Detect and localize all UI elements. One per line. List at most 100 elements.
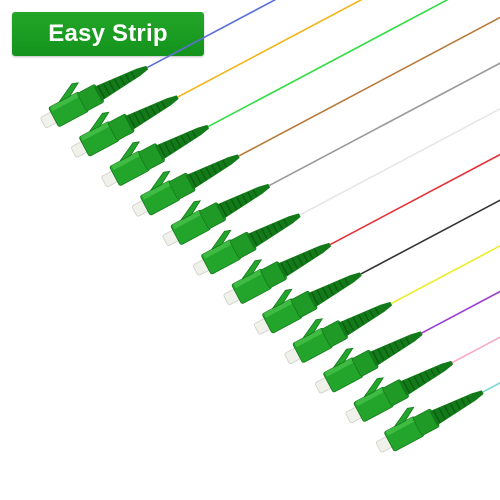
boot-rib xyxy=(322,287,329,299)
boot-rib xyxy=(402,380,411,394)
body-highlight xyxy=(233,269,263,289)
boot-rib xyxy=(432,410,441,423)
body-highlight xyxy=(141,181,171,200)
latch xyxy=(333,347,354,368)
fiber-black xyxy=(360,199,500,275)
boot-rib xyxy=(222,160,227,168)
fiber-red xyxy=(329,153,500,246)
fiber-green xyxy=(207,0,449,128)
boot-rib xyxy=(466,396,471,404)
lc-connector-yellow xyxy=(284,301,393,364)
boot-rib xyxy=(175,137,182,148)
body-highlight xyxy=(80,122,110,141)
boot-rib xyxy=(241,194,248,204)
fiber-grey xyxy=(268,62,500,187)
latch xyxy=(58,82,80,103)
boot-rib xyxy=(225,201,233,214)
boot-rib xyxy=(383,346,390,358)
lc-connector-blue xyxy=(40,65,149,128)
boot-rib xyxy=(374,307,380,315)
boot-rib xyxy=(139,110,146,122)
boot-rib xyxy=(310,292,319,305)
lc-connectors xyxy=(40,65,484,453)
boot-rib xyxy=(155,103,161,112)
lc-connector-aqua xyxy=(375,390,484,453)
boot-rib xyxy=(249,233,258,246)
boot-rib xyxy=(230,198,238,210)
boot-rib xyxy=(438,407,446,420)
boot-rib xyxy=(460,398,466,407)
fiber-lines xyxy=(146,0,500,393)
boot-rib xyxy=(455,400,461,410)
boot-rib xyxy=(125,73,131,82)
latch xyxy=(272,288,293,309)
lc-connector-violet xyxy=(314,331,423,394)
boot-rib xyxy=(194,171,202,184)
boot-rib xyxy=(363,312,370,322)
lc-connector-grey xyxy=(162,183,271,246)
boot-rib xyxy=(219,203,228,217)
boot-rib xyxy=(316,289,324,302)
boot-rib xyxy=(255,230,263,243)
boot-rib xyxy=(371,351,380,364)
boot-rib xyxy=(144,108,151,119)
boot-rib xyxy=(435,366,441,374)
body-highlight xyxy=(172,210,202,230)
boot-rib xyxy=(236,196,243,207)
boot-rib xyxy=(164,142,172,155)
fiber-yellow xyxy=(390,244,500,305)
body-highlight xyxy=(50,92,80,112)
latch xyxy=(119,141,141,162)
boot-rib xyxy=(388,344,395,355)
boot-rib xyxy=(405,337,410,345)
body-highlight xyxy=(324,358,354,377)
boot-rib xyxy=(424,371,431,381)
boot-rib xyxy=(150,105,156,115)
lc-connector-black xyxy=(253,272,362,335)
boot-rib xyxy=(333,282,339,292)
lc-connector-red xyxy=(223,242,332,305)
boot-rib xyxy=(261,228,268,240)
boot-rib xyxy=(186,132,192,141)
latch xyxy=(394,406,415,427)
boot-rib xyxy=(158,144,167,158)
body-highlight xyxy=(263,299,293,318)
boot-rib xyxy=(200,169,207,181)
fiber-brown xyxy=(238,16,500,157)
boot-rib xyxy=(108,80,116,92)
latch xyxy=(180,200,202,221)
boot-rib xyxy=(369,309,375,318)
boot-rib xyxy=(377,348,385,361)
lc-connector-brown xyxy=(131,154,240,217)
latch xyxy=(302,318,324,339)
boot-rib xyxy=(252,189,258,197)
fiber-violet xyxy=(421,290,500,334)
boot-rib xyxy=(205,167,212,178)
body-highlight xyxy=(385,417,415,436)
boot-rib xyxy=(272,223,278,233)
boot-rib xyxy=(119,76,126,86)
boot-rib xyxy=(358,314,365,325)
body-highlight xyxy=(202,240,232,259)
badge-label: Easy Strip xyxy=(48,20,168,47)
boot-rib xyxy=(103,83,111,96)
fiber-pink xyxy=(451,336,500,364)
boot-rib xyxy=(161,101,166,109)
body-highlight xyxy=(111,151,141,171)
lc-connector-green xyxy=(101,124,210,187)
boot-rib xyxy=(449,403,456,414)
boot-rib xyxy=(344,278,349,286)
boot-rib xyxy=(97,85,106,99)
boot-rib xyxy=(216,162,222,171)
boot-rib xyxy=(286,260,294,273)
boot-rib xyxy=(308,250,314,259)
latch xyxy=(363,377,385,398)
boot-rib xyxy=(130,71,136,79)
boot-rib xyxy=(444,405,451,417)
fiber-aqua xyxy=(482,382,500,393)
boot-rib xyxy=(297,255,304,266)
body-highlight xyxy=(294,328,324,348)
lc-connector-orange xyxy=(70,95,179,158)
boot-rib xyxy=(338,280,344,289)
boot-rib xyxy=(347,319,355,332)
